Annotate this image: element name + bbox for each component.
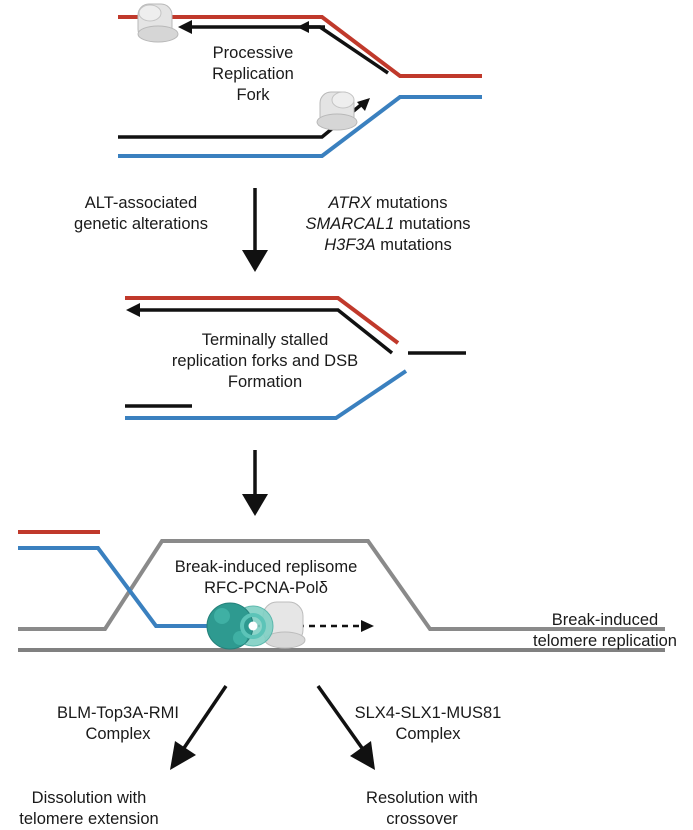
bir-side-label: Break-induced telomere replication: [533, 611, 677, 650]
helicase-bottom-icon: [316, 91, 358, 131]
processive-fork: [118, 3, 482, 158]
stalled-new-top: [140, 308, 394, 355]
replisome-icon: [206, 601, 306, 650]
mutations-label: ATRX mutations SMARCAL1 mutations H3F3A …: [305, 194, 471, 254]
blm-complex-label: BLM-Top3A-RMI Complex: [57, 704, 179, 743]
processive-fork-label: Processive Replication Fork: [212, 44, 294, 104]
dissolution-label: Dissolution with telomere extension: [19, 789, 159, 828]
alt-alterations-label: ALT-associated genetic alterations: [74, 194, 208, 233]
synthesis-arrowhead: [361, 620, 374, 632]
leading-arrowhead-right: [357, 98, 370, 111]
arrow-to-stalled: [242, 188, 268, 272]
arrow-to-bir: [242, 450, 268, 516]
stalled-strand-top: [125, 296, 400, 345]
stalled-arrowhead: [126, 303, 140, 317]
helicase-top-icon: [137, 3, 179, 43]
arrow-to-dissolution: [170, 685, 228, 770]
stalled-fork: [125, 296, 466, 420]
parental-strand-top: [118, 15, 482, 78]
arrow-to-resolution: [316, 684, 375, 770]
stalled-fork-label: Terminally stalled replication forks and…: [171, 331, 359, 391]
donor-strand-loop: [18, 539, 665, 631]
leading-arrowhead-left: [178, 20, 192, 34]
stalled-strand-bottom: [125, 369, 408, 420]
parental-strand-bottom: [118, 95, 482, 158]
slx4-complex-label: SLX4-SLX1-MUS81 Complex: [354, 704, 502, 743]
invading-blue-strand: [18, 546, 215, 628]
resolution-label: Resolution with crossover: [366, 789, 478, 828]
replisome-label: Break-induced replisome RFC-PCNA-Polδ: [174, 558, 358, 597]
bir-structure: [18, 530, 665, 652]
